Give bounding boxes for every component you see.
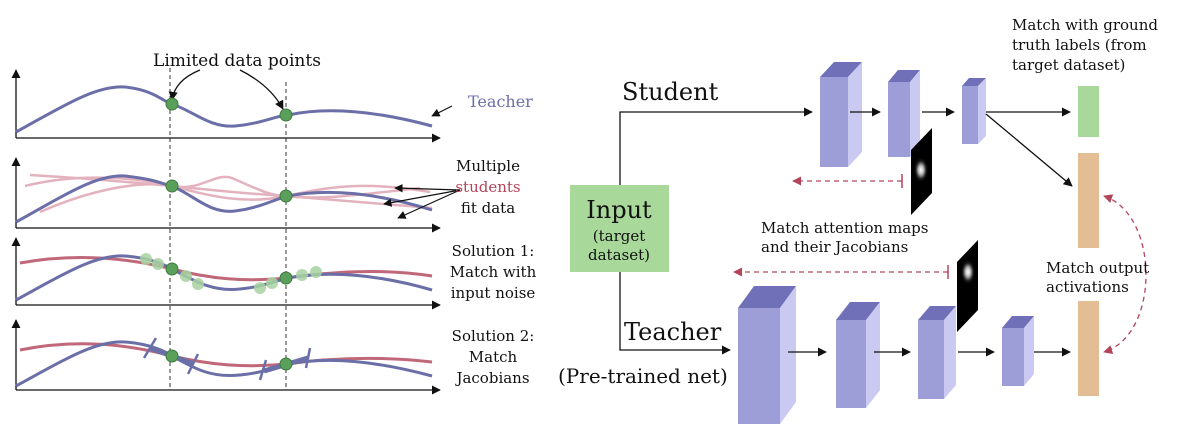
plot-solution-1: Solution 1: Match with input noise: [11, 237, 537, 310]
input-to-student-line: [619, 107, 813, 185]
attn-label-1: Match attention maps: [761, 219, 928, 237]
data-point: [165, 262, 179, 276]
solution1-label-3: input noise: [451, 284, 536, 302]
teacher-curve: [15, 85, 433, 134]
data-point: [279, 189, 293, 203]
output-match-arrow: [1103, 194, 1147, 354]
input-box: Input (target dataset): [570, 185, 669, 272]
student-attention-map: [911, 128, 932, 215]
teacher-attention-map: [957, 240, 978, 332]
teacher-legend-label: Teacher: [468, 92, 533, 111]
student-block-2: [888, 70, 920, 157]
ground-truth-bar: [1078, 86, 1099, 137]
student-curve: [19, 342, 433, 368]
jacobian-tick: [304, 347, 312, 369]
out-label-1: Match output: [1046, 259, 1149, 277]
data-point: [165, 349, 179, 363]
jacobian-tick: [258, 359, 268, 381]
gt-label-3: target dataset): [1012, 56, 1125, 74]
multiple-label-students: students: [455, 178, 520, 196]
callout-arrow-1: [168, 69, 201, 101]
multiple-label-3: fit data: [461, 199, 515, 217]
input-title: Input: [586, 196, 652, 224]
multiple-label-1: Multiple: [456, 157, 520, 175]
teacher-block-1: [738, 286, 796, 424]
teacher-curve: [15, 340, 433, 388]
gt-label-1: Match with ground: [1012, 16, 1158, 34]
data-point: [165, 179, 179, 193]
solution2-label-3: Jacobians: [454, 369, 529, 387]
left-panel: Limited data points Teacher Mult: [11, 51, 537, 395]
solution1-label-1: Solution 1:: [452, 242, 535, 260]
solution2-label-2: Match: [469, 348, 518, 366]
student-output-bar: [1078, 153, 1099, 248]
student-curve: [19, 255, 433, 282]
data-point: [279, 108, 293, 122]
solution1-label-2: Match with: [450, 263, 537, 281]
data-point: [165, 97, 179, 111]
teacher-label: Teacher: [624, 318, 722, 346]
out-label-2: activations: [1046, 278, 1129, 296]
student-block-3: [962, 78, 986, 144]
plot-solution-2: Solution 2: Match Jacobians: [11, 319, 535, 395]
pretrained-label: (Pre-trained net): [558, 364, 728, 388]
plot-teacher: Teacher: [11, 69, 533, 143]
teacher-curve: [15, 254, 433, 302]
teacher-output-bar: [1078, 301, 1099, 396]
input-sub-1: (target: [593, 227, 646, 245]
gt-label-2: truth labels (from: [1012, 36, 1147, 54]
data-point: [279, 271, 293, 285]
input-to-teacher-line: [619, 272, 731, 355]
callout-limited-data: Limited data points: [153, 51, 321, 71]
callout-arrow-2: [239, 69, 284, 110]
student-block-1: [820, 62, 862, 167]
attn-label-2: and their Jacobians: [761, 238, 908, 256]
plot-multiple-students: Multiple students fit data: [11, 157, 521, 233]
right-panel: Student Teacher (Pre-trained net) Input …: [558, 16, 1158, 424]
student-curve: [39, 175, 421, 214]
teacher-block-2: [836, 302, 880, 408]
student-label: Student: [622, 78, 719, 106]
jacobian-tick: [186, 353, 200, 375]
solution2-label-1: Solution 2:: [452, 327, 535, 345]
data-point: [279, 357, 293, 371]
jacobian-tick: [142, 337, 158, 359]
noise-points: [140, 253, 322, 294]
teacher-curve: [15, 174, 433, 224]
input-sub-2: dataset): [588, 246, 650, 264]
teacher-block-3: [918, 306, 956, 399]
teacher-block-4: [1002, 316, 1034, 386]
student-curve: [29, 173, 433, 210]
